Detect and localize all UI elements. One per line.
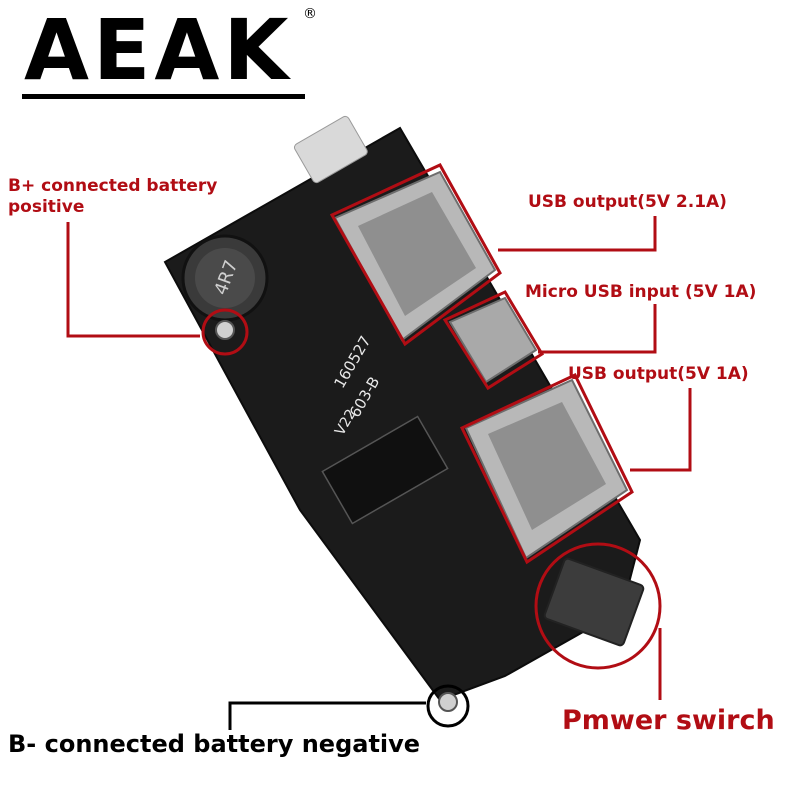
label-b-minus: B- connected battery negative (8, 730, 421, 758)
callout-box-usb-2-1a (329, 163, 502, 347)
inductor: 4R7 (181, 234, 269, 322)
callout-circle-b-plus (201, 308, 249, 356)
power-switch (543, 557, 645, 647)
label-usb-output-1a: USB output(5V 1A) (568, 364, 749, 384)
label-power-switch: Pmwer swirch (562, 705, 775, 736)
micro-usb-plug-part (293, 115, 368, 184)
callout-circle-power-switch (534, 542, 662, 670)
registered-mark: ® (303, 6, 317, 22)
leader-b-minus (228, 701, 426, 730)
leader-b-plus (66, 222, 200, 338)
callout-box-micro-usb (442, 290, 545, 391)
callout-box-usb-1a (459, 373, 634, 565)
usb-port-2-1a (333, 170, 497, 342)
usb-port-1a (464, 378, 629, 560)
brand-logo: AEAK (24, 1, 293, 99)
brand-underline (22, 94, 305, 99)
callout-circle-b-minus (426, 684, 470, 728)
ic-chip (321, 415, 449, 525)
leader-usb-2-1a (498, 216, 657, 252)
micro-usb-port (448, 296, 538, 384)
leader-micro-usb (538, 304, 657, 354)
label-micro-usb-input: Micro USB input (5V 1A) (525, 282, 757, 302)
label-usb-output-2-1a: USB output(5V 2.1A) (528, 192, 727, 212)
label-b-plus: B+ connected battery positive (8, 176, 218, 218)
leader-usb-1a (630, 388, 692, 472)
